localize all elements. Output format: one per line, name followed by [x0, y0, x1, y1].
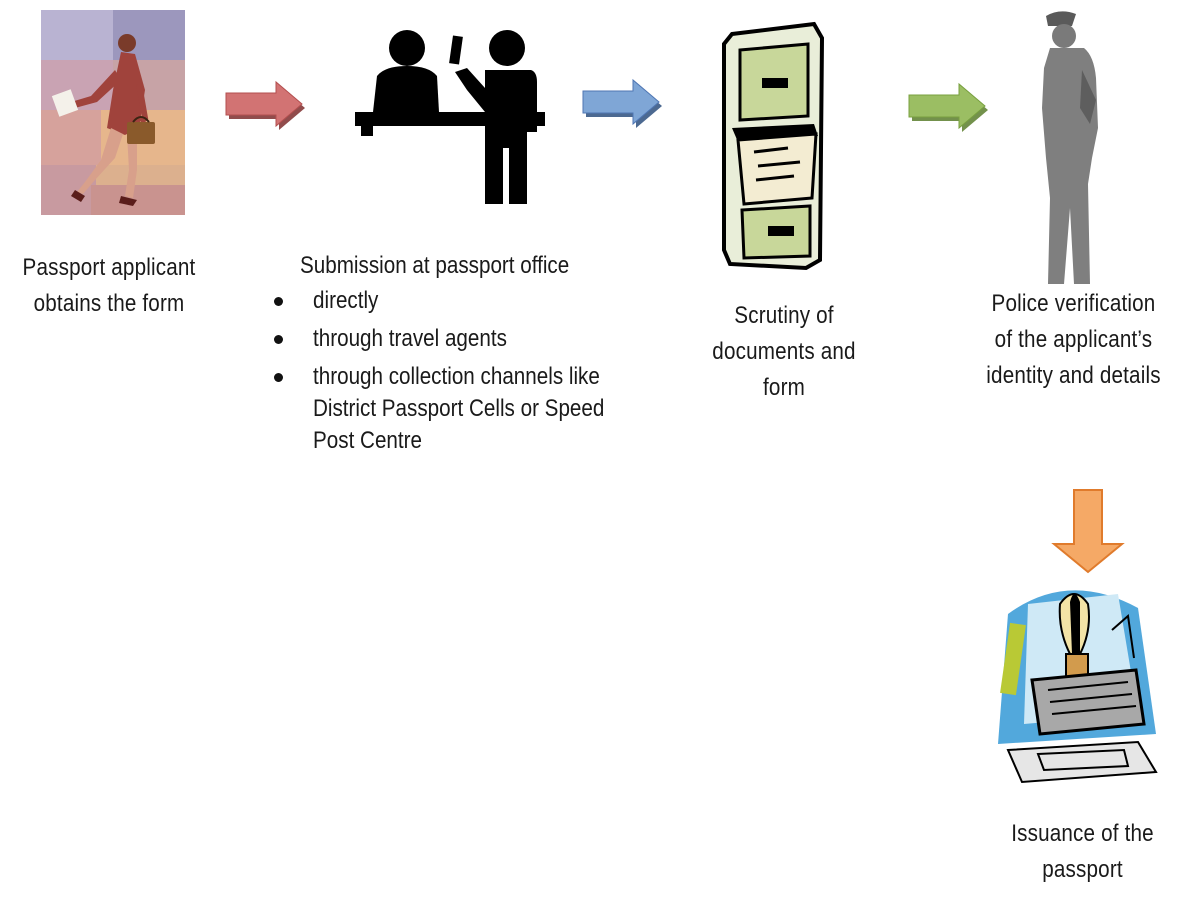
bullet-item: through collection channels like Distric…: [274, 361, 654, 457]
arrow-1: [225, 80, 307, 132]
stamp-icon: [988, 574, 1162, 790]
applicant-image: [41, 10, 185, 215]
bullet-item: directly: [274, 285, 654, 317]
caption-scrutiny: Scrutiny of documents and form: [695, 298, 874, 406]
caption-line: form: [763, 374, 805, 401]
submission-heading: Submission at passport office: [300, 252, 570, 279]
caption-line: Police verification: [991, 290, 1156, 317]
counter-service-icon: [355, 28, 545, 204]
arrow-2: [582, 78, 664, 130]
caption-applicant: Passport applicant obtains the form: [15, 250, 202, 322]
caption-line: obtains the form: [33, 290, 185, 317]
caption-line: identity and details: [986, 362, 1161, 389]
caption-line: of the applicant’s: [994, 326, 1153, 353]
arrow-3: [908, 82, 990, 134]
submission-text: Submission at passport office directly t…: [274, 248, 654, 457]
police-officer-icon: [1030, 8, 1110, 284]
arrow-4: [1050, 488, 1126, 574]
caption-line: documents and: [712, 338, 856, 365]
bullet-item: through travel agents: [274, 323, 654, 355]
caption-police: Police verification of the applicant’s i…: [976, 286, 1171, 394]
caption-line: Scrutiny of: [734, 302, 834, 329]
caption-line: passport: [1042, 856, 1123, 883]
file-cabinet-icon: [710, 20, 830, 275]
caption-line: Passport applicant: [22, 254, 196, 281]
submission-bullets: directly through travel agents through c…: [274, 285, 654, 457]
caption-line: Issuance of the: [1011, 820, 1154, 847]
caption-issuance: Issuance of the passport: [993, 816, 1173, 888]
